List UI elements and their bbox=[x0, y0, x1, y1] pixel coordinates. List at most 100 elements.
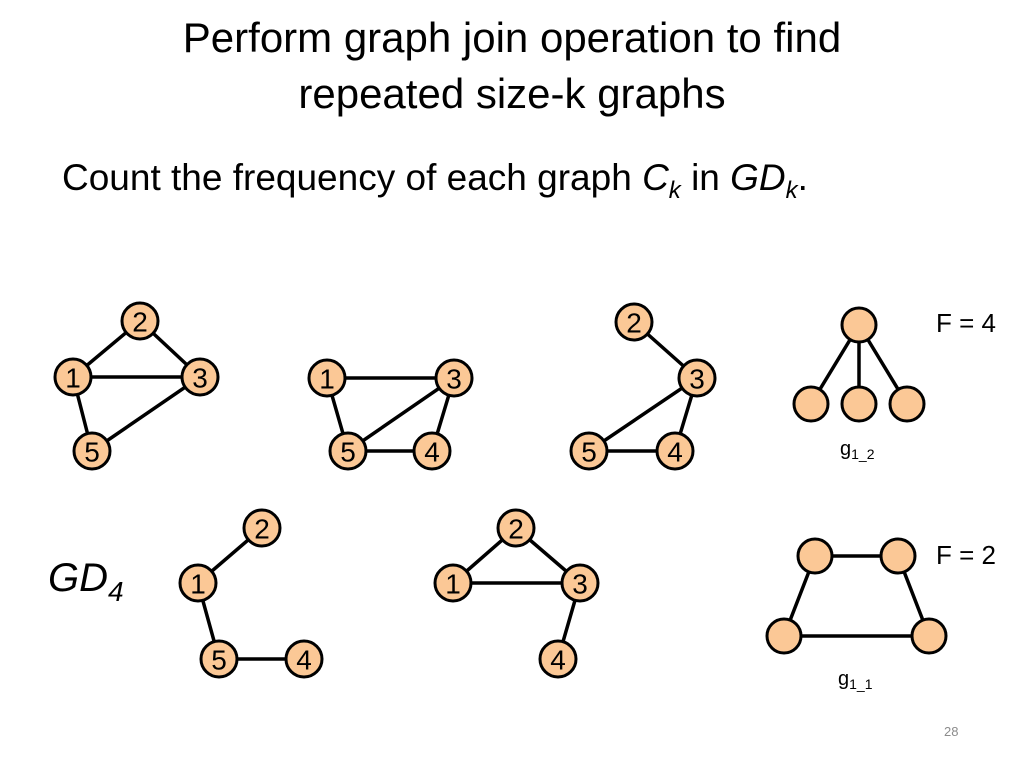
graph-3-node-5: 5 bbox=[569, 431, 609, 471]
graph-1-node-1: 1 bbox=[53, 357, 93, 397]
graph-2-node-4: 4 bbox=[412, 431, 452, 471]
graph-2-node-4-circle bbox=[412, 431, 452, 471]
graph-1-node-5-circle bbox=[72, 431, 112, 471]
graph-4-node-2: 2 bbox=[242, 508, 282, 548]
subgraph-g1_1-node-c bbox=[765, 617, 803, 655]
graph-4-node-1-label: 1 bbox=[190, 569, 206, 600]
c-subscript: k bbox=[668, 177, 681, 204]
graph-3-node-5-label: 5 bbox=[581, 437, 597, 468]
dataset-label: GD4 bbox=[48, 556, 124, 608]
dataset-label-sub: 4 bbox=[108, 576, 124, 607]
graph-1-edge-5-3 bbox=[90, 375, 202, 453]
graph-3-node-2: 2 bbox=[614, 302, 654, 342]
slide-title-line-2: repeated size-k graphs bbox=[298, 70, 726, 117]
graph-2-edge-5-3 bbox=[346, 376, 456, 453]
subgraph-g1_2 bbox=[792, 306, 926, 423]
graph-2-node-4-label: 4 bbox=[424, 437, 440, 468]
graph-1-node-2: 2 bbox=[120, 301, 160, 341]
graph-1-node-1-label: 1 bbox=[65, 363, 81, 394]
graph-5: 2 1 3 4 bbox=[433, 508, 600, 679]
graph-5-node-4-label: 4 bbox=[550, 645, 566, 676]
subtitle-suffix: . bbox=[797, 157, 808, 198]
subgraph-label-g1-1-main: g bbox=[838, 668, 850, 690]
graph-4-node-1-circle bbox=[178, 563, 218, 603]
graph-4-node-1: 1 bbox=[178, 563, 218, 603]
subgraph-label-g1-1-sub: 1_1 bbox=[849, 676, 873, 692]
subgraph-label-g1-2-main: g bbox=[840, 438, 852, 460]
subtitle-middle: in bbox=[680, 157, 731, 198]
graph-2-node-3: 3 bbox=[434, 358, 474, 398]
dataset-label-main: GD bbox=[48, 556, 108, 600]
slide-title-line-1: Perform graph join operation to find bbox=[182, 14, 842, 61]
graph-5-node-2: 2 bbox=[496, 508, 536, 548]
slide-subtitle: Count the frequency of each graph Ck in … bbox=[62, 156, 808, 213]
graph-5-node-1-circle bbox=[433, 563, 473, 603]
graph-5-node-4-circle bbox=[538, 639, 578, 679]
subgraph-label-g1-2: g1_2 bbox=[840, 438, 874, 462]
graph-3-node-5-circle bbox=[569, 431, 609, 471]
graph-1-node-5-label: 5 bbox=[84, 437, 100, 468]
graph-2-node-3-circle bbox=[434, 358, 474, 398]
graph-5-node-1-label: 1 bbox=[445, 569, 461, 600]
graph-2-node-1-circle bbox=[307, 358, 347, 398]
frequency-label-g1-2: F = 4 bbox=[936, 308, 996, 338]
subgraph-g1_1-node-b bbox=[879, 537, 917, 575]
graph-1-node-3: 3 bbox=[180, 357, 220, 397]
graph-1-node-3-label: 3 bbox=[192, 363, 208, 394]
graph-1-node-3-circle bbox=[180, 357, 220, 397]
graph-1-node-1-circle bbox=[53, 357, 93, 397]
graph-5-node-4: 4 bbox=[538, 639, 578, 679]
graph-4: 2 1 5 4 bbox=[178, 508, 324, 679]
gd-symbol: GD bbox=[730, 157, 786, 198]
subtitle-prefix: Count the frequency of each graph bbox=[62, 157, 643, 198]
subgraph-g1_2-node-b bbox=[792, 385, 830, 423]
slide-title: Perform graph join operation to find rep… bbox=[0, 10, 1024, 122]
c-symbol: C bbox=[642, 157, 669, 198]
subgraph-label-g1-2-sub: 1_2 bbox=[851, 446, 875, 462]
graph-4-node-4-label: 4 bbox=[296, 645, 312, 676]
subgraph-g1_2-node-c bbox=[840, 385, 878, 423]
graph-5-node-1: 1 bbox=[433, 563, 473, 603]
graph-4-node-2-circle bbox=[242, 508, 282, 548]
graph-2-node-5-label: 5 bbox=[340, 437, 356, 468]
graph-4-node-2-label: 2 bbox=[254, 514, 270, 545]
graph-5-node-3-circle bbox=[560, 563, 600, 603]
graph-5-node-2-label: 2 bbox=[508, 514, 524, 545]
graph-3-node-3-label: 3 bbox=[689, 364, 705, 395]
graph-4-node-5-label: 5 bbox=[211, 645, 227, 676]
subgraph-g1_1-node-a bbox=[796, 537, 834, 575]
frequency-label-g1-1: F = 2 bbox=[936, 540, 996, 570]
subgraph-g1_2-node-d bbox=[888, 385, 926, 423]
graph-2-node-5: 5 bbox=[328, 431, 368, 471]
graph-3-node-4: 4 bbox=[655, 431, 695, 471]
subgraph-g1_1-node-d bbox=[910, 617, 948, 655]
graph-3-node-4-circle bbox=[655, 431, 695, 471]
graph-5-node-3-label: 3 bbox=[572, 569, 588, 600]
subgraph-label-g1-1: g1_1 bbox=[838, 668, 872, 692]
page-number: 28 bbox=[944, 724, 959, 739]
graph-1-node-5: 5 bbox=[72, 431, 112, 471]
graph-2-node-3-label: 3 bbox=[446, 364, 462, 395]
graph-5-node-3: 3 bbox=[560, 563, 600, 603]
graph-2-node-5-circle bbox=[328, 431, 368, 471]
graph-2-node-1-label: 1 bbox=[319, 364, 335, 395]
graph-4-node-5-circle bbox=[199, 639, 239, 679]
graph-2-node-1: 1 bbox=[307, 358, 347, 398]
graph-4-node-4: 4 bbox=[284, 639, 324, 679]
graph-3-node-4-label: 4 bbox=[667, 437, 683, 468]
subgraph-g1_2-node-a bbox=[840, 306, 878, 344]
graph-1-node-2-label: 2 bbox=[132, 307, 148, 338]
graph-4-node-4-circle bbox=[284, 639, 324, 679]
graph-1: 1 2 3 5 bbox=[53, 301, 220, 471]
subgraph-g1_1 bbox=[765, 537, 948, 655]
graph-3-node-3-circle bbox=[677, 358, 717, 398]
graph-3: 2 3 5 4 bbox=[569, 302, 717, 471]
gd-subscript: k bbox=[785, 177, 798, 204]
graph-3-node-2-label: 2 bbox=[626, 308, 642, 339]
graph-1-node-2-circle bbox=[120, 301, 160, 341]
graph-5-node-2-circle bbox=[496, 508, 536, 548]
graph-3-edge-5-3 bbox=[587, 376, 699, 453]
graph-4-node-5: 5 bbox=[199, 639, 239, 679]
graph-3-node-2-circle bbox=[614, 302, 654, 342]
